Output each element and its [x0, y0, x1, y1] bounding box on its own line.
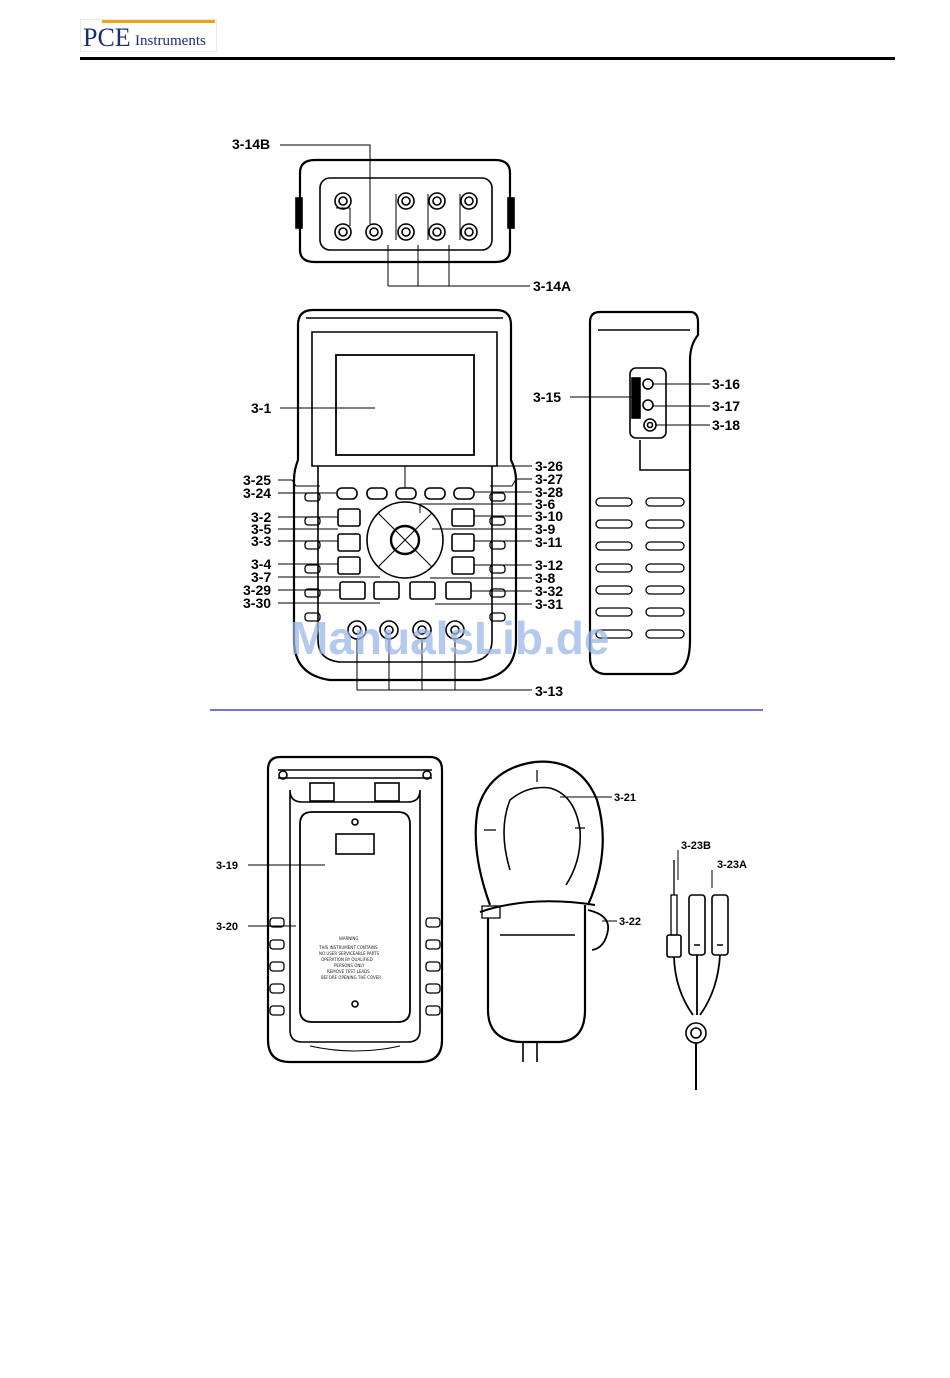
port-icon [642, 399, 654, 411]
label-3-7: 3-7 [251, 569, 271, 585]
port-icon [642, 378, 654, 390]
label-3-3: 3-3 [251, 533, 271, 549]
svg-text:REMOVE TEST LEADS: REMOVE TEST LEADS [327, 969, 370, 974]
label-3-1: 3-1 [251, 400, 271, 416]
label-3-27: 3-27 [535, 471, 563, 487]
back-view [248, 755, 444, 1064]
header-rule [80, 57, 895, 60]
label-3-19: 3-19 [216, 860, 238, 872]
battery-cover [299, 811, 411, 1023]
side-slot [631, 377, 641, 419]
display-screen [335, 354, 475, 456]
logo-sub-text: Instruments [135, 33, 206, 49]
square-keys [337, 508, 475, 600]
label-3-17: 3-17 [712, 398, 740, 414]
label-3-12: 3-12 [535, 557, 563, 573]
navigation-pad [366, 501, 444, 579]
label-3-2: 3-2 [251, 509, 271, 525]
label-3-22: 3-22 [619, 916, 641, 928]
label-3-10: 3-10 [535, 508, 563, 524]
label-3-15: 3-15 [533, 389, 561, 405]
label-3-29: 3-29 [243, 582, 271, 598]
watermark: ManualsLib.de [290, 612, 609, 664]
svg-text:WARNING: WARNING [339, 936, 359, 941]
label-3-24: 3-24 [243, 485, 271, 501]
label-3-28: 3-28 [535, 484, 563, 500]
label-3-13: 3-13 [535, 683, 563, 699]
label-3-25: 3-25 [243, 472, 271, 488]
label-3-16: 3-16 [712, 376, 740, 392]
label-3-4: 3-4 [251, 556, 271, 572]
label-3-32: 3-32 [535, 583, 563, 599]
svg-text:PERSONS ONLY: PERSONS ONLY [334, 963, 365, 968]
current-clamp [474, 760, 617, 1062]
label-3-23b: 3-23B [681, 840, 711, 852]
label-3-14b: 3-14B [232, 136, 270, 152]
label-3-18: 3-18 [712, 417, 740, 433]
label-3-6: 3-6 [535, 496, 555, 512]
label-3-9: 3-9 [535, 521, 555, 537]
label-3-30: 3-30 [243, 595, 271, 611]
function-keys [336, 487, 475, 500]
adapter-cable [666, 850, 729, 1090]
svg-text:THIS INSTRUMENT CONTAINS: THIS INSTRUMENT CONTAINS [318, 945, 378, 950]
logo-main-text: PCE [83, 23, 131, 52]
label-3-5: 3-5 [251, 521, 271, 537]
label-3-21: 3-21 [614, 792, 636, 804]
label-3-20: 3-20 [216, 921, 238, 933]
label-3-11: 3-11 [535, 534, 562, 550]
label-3-26: 3-26 [535, 458, 563, 474]
side-view [570, 310, 710, 676]
svg-text:BEFORE OPENING THE COVER: BEFORE OPENING THE COVER [321, 975, 381, 980]
jack-icon [334, 192, 478, 241]
svg-text:OPERATION BY QUALIFIED: OPERATION BY QUALIFIED [321, 957, 373, 962]
top-view [280, 144, 530, 287]
label-3-23a: 3-23A [717, 859, 747, 871]
input-jacks [347, 620, 465, 640]
svg-text:NO USER SERVICEABLE PARTS: NO USER SERVICEABLE PARTS [319, 951, 380, 956]
label-3-31: 3-31 [535, 596, 563, 612]
label-3-8: 3-8 [535, 570, 555, 586]
pce-instruments-logo: PCE Instruments [79, 18, 218, 53]
warning-label: WARNING THIS INSTRUMENT CONTAINS NO USER… [318, 936, 381, 980]
front-view [278, 308, 532, 691]
label-3-14a: 3-14A [533, 278, 571, 294]
